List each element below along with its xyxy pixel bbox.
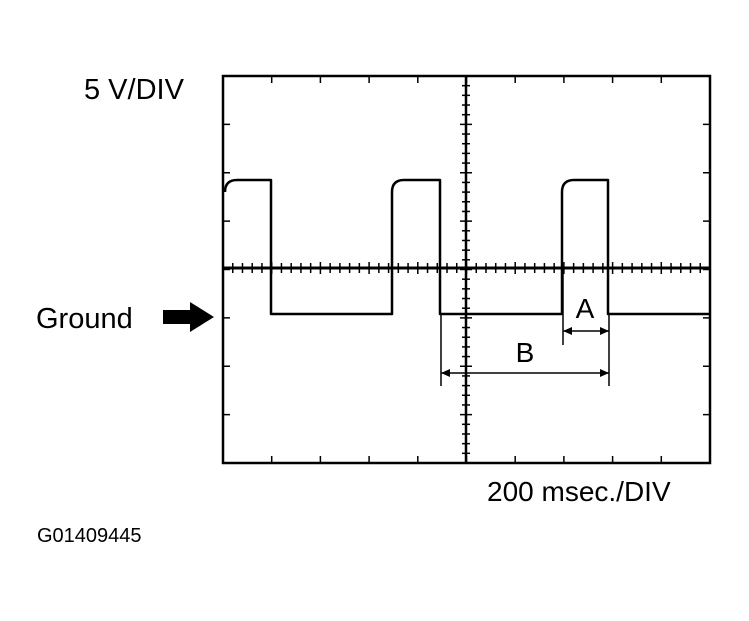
interval-a-label: A bbox=[576, 293, 595, 324]
time-scale-label: 200 msec./DIV bbox=[487, 476, 671, 507]
ground-label: Ground bbox=[36, 303, 133, 335]
interval-b bbox=[440, 314, 610, 386]
interval-b-arrowhead-right bbox=[600, 369, 609, 377]
arrow-right-icon bbox=[163, 302, 214, 332]
interval-b-label: B bbox=[516, 337, 535, 368]
figure-id: G01409445 bbox=[37, 525, 142, 547]
interval-a bbox=[562, 268, 610, 345]
interval-a-arrowhead-right bbox=[600, 327, 609, 335]
waveform-trace bbox=[223, 178, 709, 316]
interval-b-arrowhead-left bbox=[441, 369, 450, 377]
interval-a-arrowhead-left bbox=[563, 327, 572, 335]
vertical-scale-label: 5 V/DIV bbox=[84, 74, 184, 106]
